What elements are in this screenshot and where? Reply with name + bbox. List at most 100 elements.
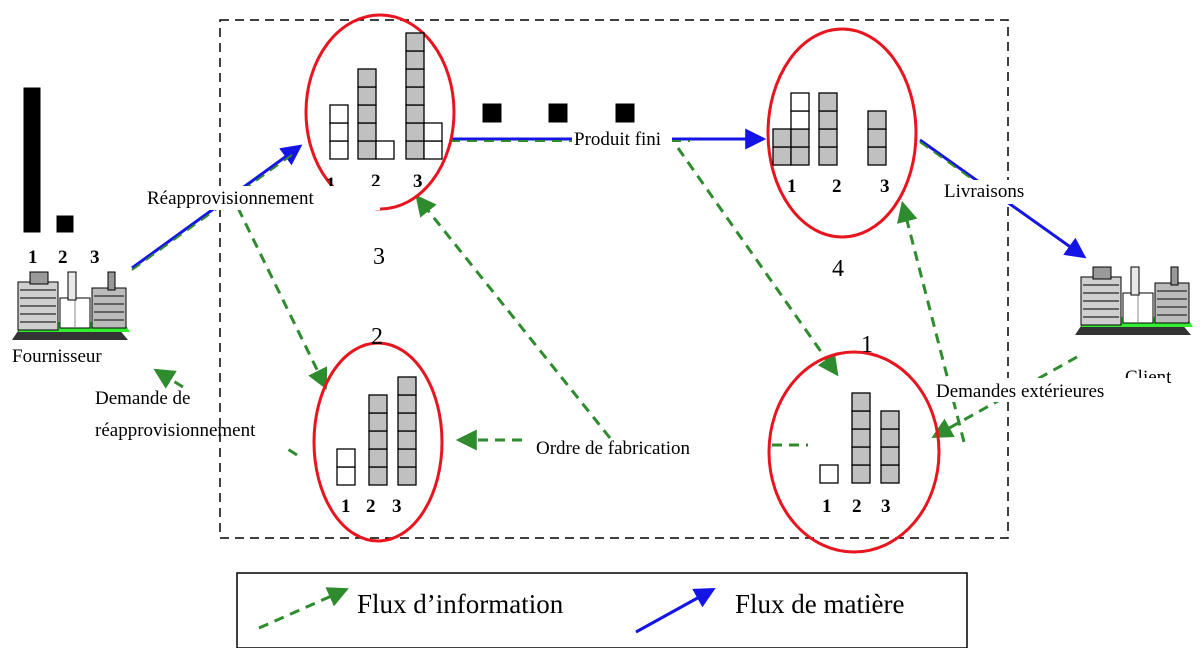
stock3-bar3-cell bbox=[405, 104, 425, 124]
stock3-bar2-extra-cell bbox=[375, 140, 395, 160]
supplier-bar1-cell bbox=[23, 119, 41, 137]
stock4-bar3-cell bbox=[867, 128, 887, 148]
stock2-bar2-cell bbox=[368, 430, 388, 450]
stock1-bar1-cell bbox=[819, 464, 839, 484]
finished-product-square bbox=[615, 103, 635, 123]
supplier-bar1-cell bbox=[23, 167, 41, 185]
legend-matiere-label: Flux de matière bbox=[735, 589, 904, 619]
stock4-bar1b-cell bbox=[790, 92, 810, 112]
stock4-bar2-cell bbox=[818, 128, 838, 148]
supplier-bar1-cell bbox=[23, 103, 41, 121]
stock2-bar3-cell bbox=[397, 430, 417, 450]
stock3-bar1-cell bbox=[329, 122, 349, 142]
supplier-label-1: 1 bbox=[28, 247, 38, 268]
stock2-bar2-cell bbox=[368, 448, 388, 468]
stock1-bar2-cell bbox=[851, 464, 871, 484]
supplier-bar1-cell bbox=[23, 215, 41, 233]
stock3-bar2-cell bbox=[357, 122, 377, 142]
stock-id-2: 2 bbox=[371, 324, 383, 350]
stock4-bar3-cell bbox=[867, 110, 887, 130]
finished-product-square bbox=[482, 103, 502, 123]
label-demande-line1: Demande de bbox=[95, 388, 190, 409]
stock1-bar2-cell bbox=[851, 446, 871, 466]
stock2-label-2: 2 bbox=[366, 496, 376, 517]
stock3-bar3-extra-cell bbox=[423, 140, 443, 160]
system-boundary bbox=[219, 19, 1009, 539]
stock3-bar3-cell bbox=[405, 86, 425, 106]
stock2-bar3-cell bbox=[397, 466, 417, 486]
stock-id-3: 3 bbox=[373, 244, 385, 270]
legend-info-label: Flux d’information bbox=[357, 589, 564, 619]
stock2-bar3-cell bbox=[397, 412, 417, 432]
label-fournisseur: Fournisseur bbox=[12, 346, 102, 367]
label-demandes-exterieures: Demandes extérieures bbox=[936, 381, 1104, 402]
stock1-label-1: 1 bbox=[822, 496, 832, 517]
stock2-bar2-cell bbox=[368, 466, 388, 486]
stock3-bar1-cell bbox=[329, 104, 349, 124]
label-demande-line2: réapprovisionnement bbox=[95, 420, 256, 441]
label-reapprovisionnement: Réapprovisionnement bbox=[147, 188, 314, 209]
supplier-bar1-cell bbox=[23, 183, 41, 201]
supplier-label-3: 3 bbox=[90, 247, 100, 268]
stock2-bar3-cell bbox=[397, 448, 417, 468]
stock-circle-4 bbox=[766, 27, 918, 239]
info-flow-demande-to-fournisseur bbox=[153, 368, 184, 389]
supplier-bar1-cell bbox=[23, 199, 41, 217]
stock1-label-3: 3 bbox=[881, 496, 891, 517]
stock2-label-3: 3 bbox=[392, 496, 402, 517]
legend-box bbox=[236, 572, 968, 648]
info-flow-reappro-to-stock2 bbox=[236, 207, 328, 390]
label-produit-fini: Produit fini bbox=[574, 129, 661, 150]
stock4-bar1b-cell bbox=[790, 146, 810, 166]
info-flow-to-stock4 bbox=[897, 200, 966, 443]
stock1-bar3-cell bbox=[880, 446, 900, 466]
stock3-bar3-extra-cell bbox=[423, 122, 443, 142]
stock1-bar2-cell bbox=[851, 410, 871, 430]
stock4-bar2-cell bbox=[818, 146, 838, 166]
stock3-bar2-cell bbox=[357, 140, 377, 160]
stock1-bar3-cell bbox=[880, 464, 900, 484]
factory-icon-fournisseur bbox=[12, 271, 130, 340]
stock2-bar1-cell bbox=[336, 448, 356, 468]
stock-bars bbox=[23, 32, 900, 486]
stock1-bar2-cell bbox=[851, 428, 871, 448]
stock-circle-1 bbox=[767, 350, 941, 554]
stock3-bar3-cell bbox=[405, 32, 425, 52]
legend-info-arrow bbox=[258, 587, 349, 630]
stock-circle-2 bbox=[312, 341, 444, 543]
stock-id-4: 4 bbox=[832, 256, 844, 282]
supplier-bar2-cell bbox=[56, 215, 74, 233]
stock2-bar1-cell bbox=[336, 466, 356, 486]
stock1-bar2-cell bbox=[851, 392, 871, 412]
stock4-bar1-cell bbox=[772, 128, 792, 148]
legend-matiere-arrow bbox=[635, 587, 716, 634]
stock1-bar3-cell bbox=[880, 428, 900, 448]
stock3-bar3-cell bbox=[405, 50, 425, 70]
stock1-bar3-cell bbox=[880, 410, 900, 430]
factory-icon-client bbox=[1075, 266, 1193, 335]
stock3-bar2-cell bbox=[357, 86, 377, 106]
stock2-bar2-cell bbox=[368, 412, 388, 432]
label-livraisons: Livraisons bbox=[944, 181, 1024, 202]
stock3-label-2: 2 bbox=[371, 171, 381, 192]
stock3-bar2-cell bbox=[357, 104, 377, 124]
stock4-label-3: 3 bbox=[880, 176, 890, 197]
supplier-bar1-cell bbox=[23, 151, 41, 169]
supplier-bar1-cell bbox=[23, 135, 41, 153]
stock4-bar2-cell bbox=[818, 110, 838, 130]
stock4-bar3-cell bbox=[867, 146, 887, 166]
supplier-label-2: 2 bbox=[58, 247, 68, 268]
label-ordre-de-fabrication: Ordre de fabrication bbox=[536, 438, 691, 459]
stock3-label-3: 3 bbox=[413, 171, 423, 192]
info-flow-ordre-to-stock3 bbox=[415, 194, 612, 439]
supplier-bar1-cell bbox=[23, 87, 41, 105]
stock4-label-1: 1 bbox=[787, 176, 797, 197]
stock3-bar3-cell bbox=[405, 140, 425, 160]
stock2-bar2-cell bbox=[368, 394, 388, 414]
stock4-bar2-cell bbox=[818, 92, 838, 112]
stock3-bar2-cell bbox=[357, 68, 377, 88]
stock2-bar3-cell bbox=[397, 376, 417, 396]
stock-id-1: 1 bbox=[861, 332, 873, 358]
stock3-bar3-cell bbox=[405, 122, 425, 142]
